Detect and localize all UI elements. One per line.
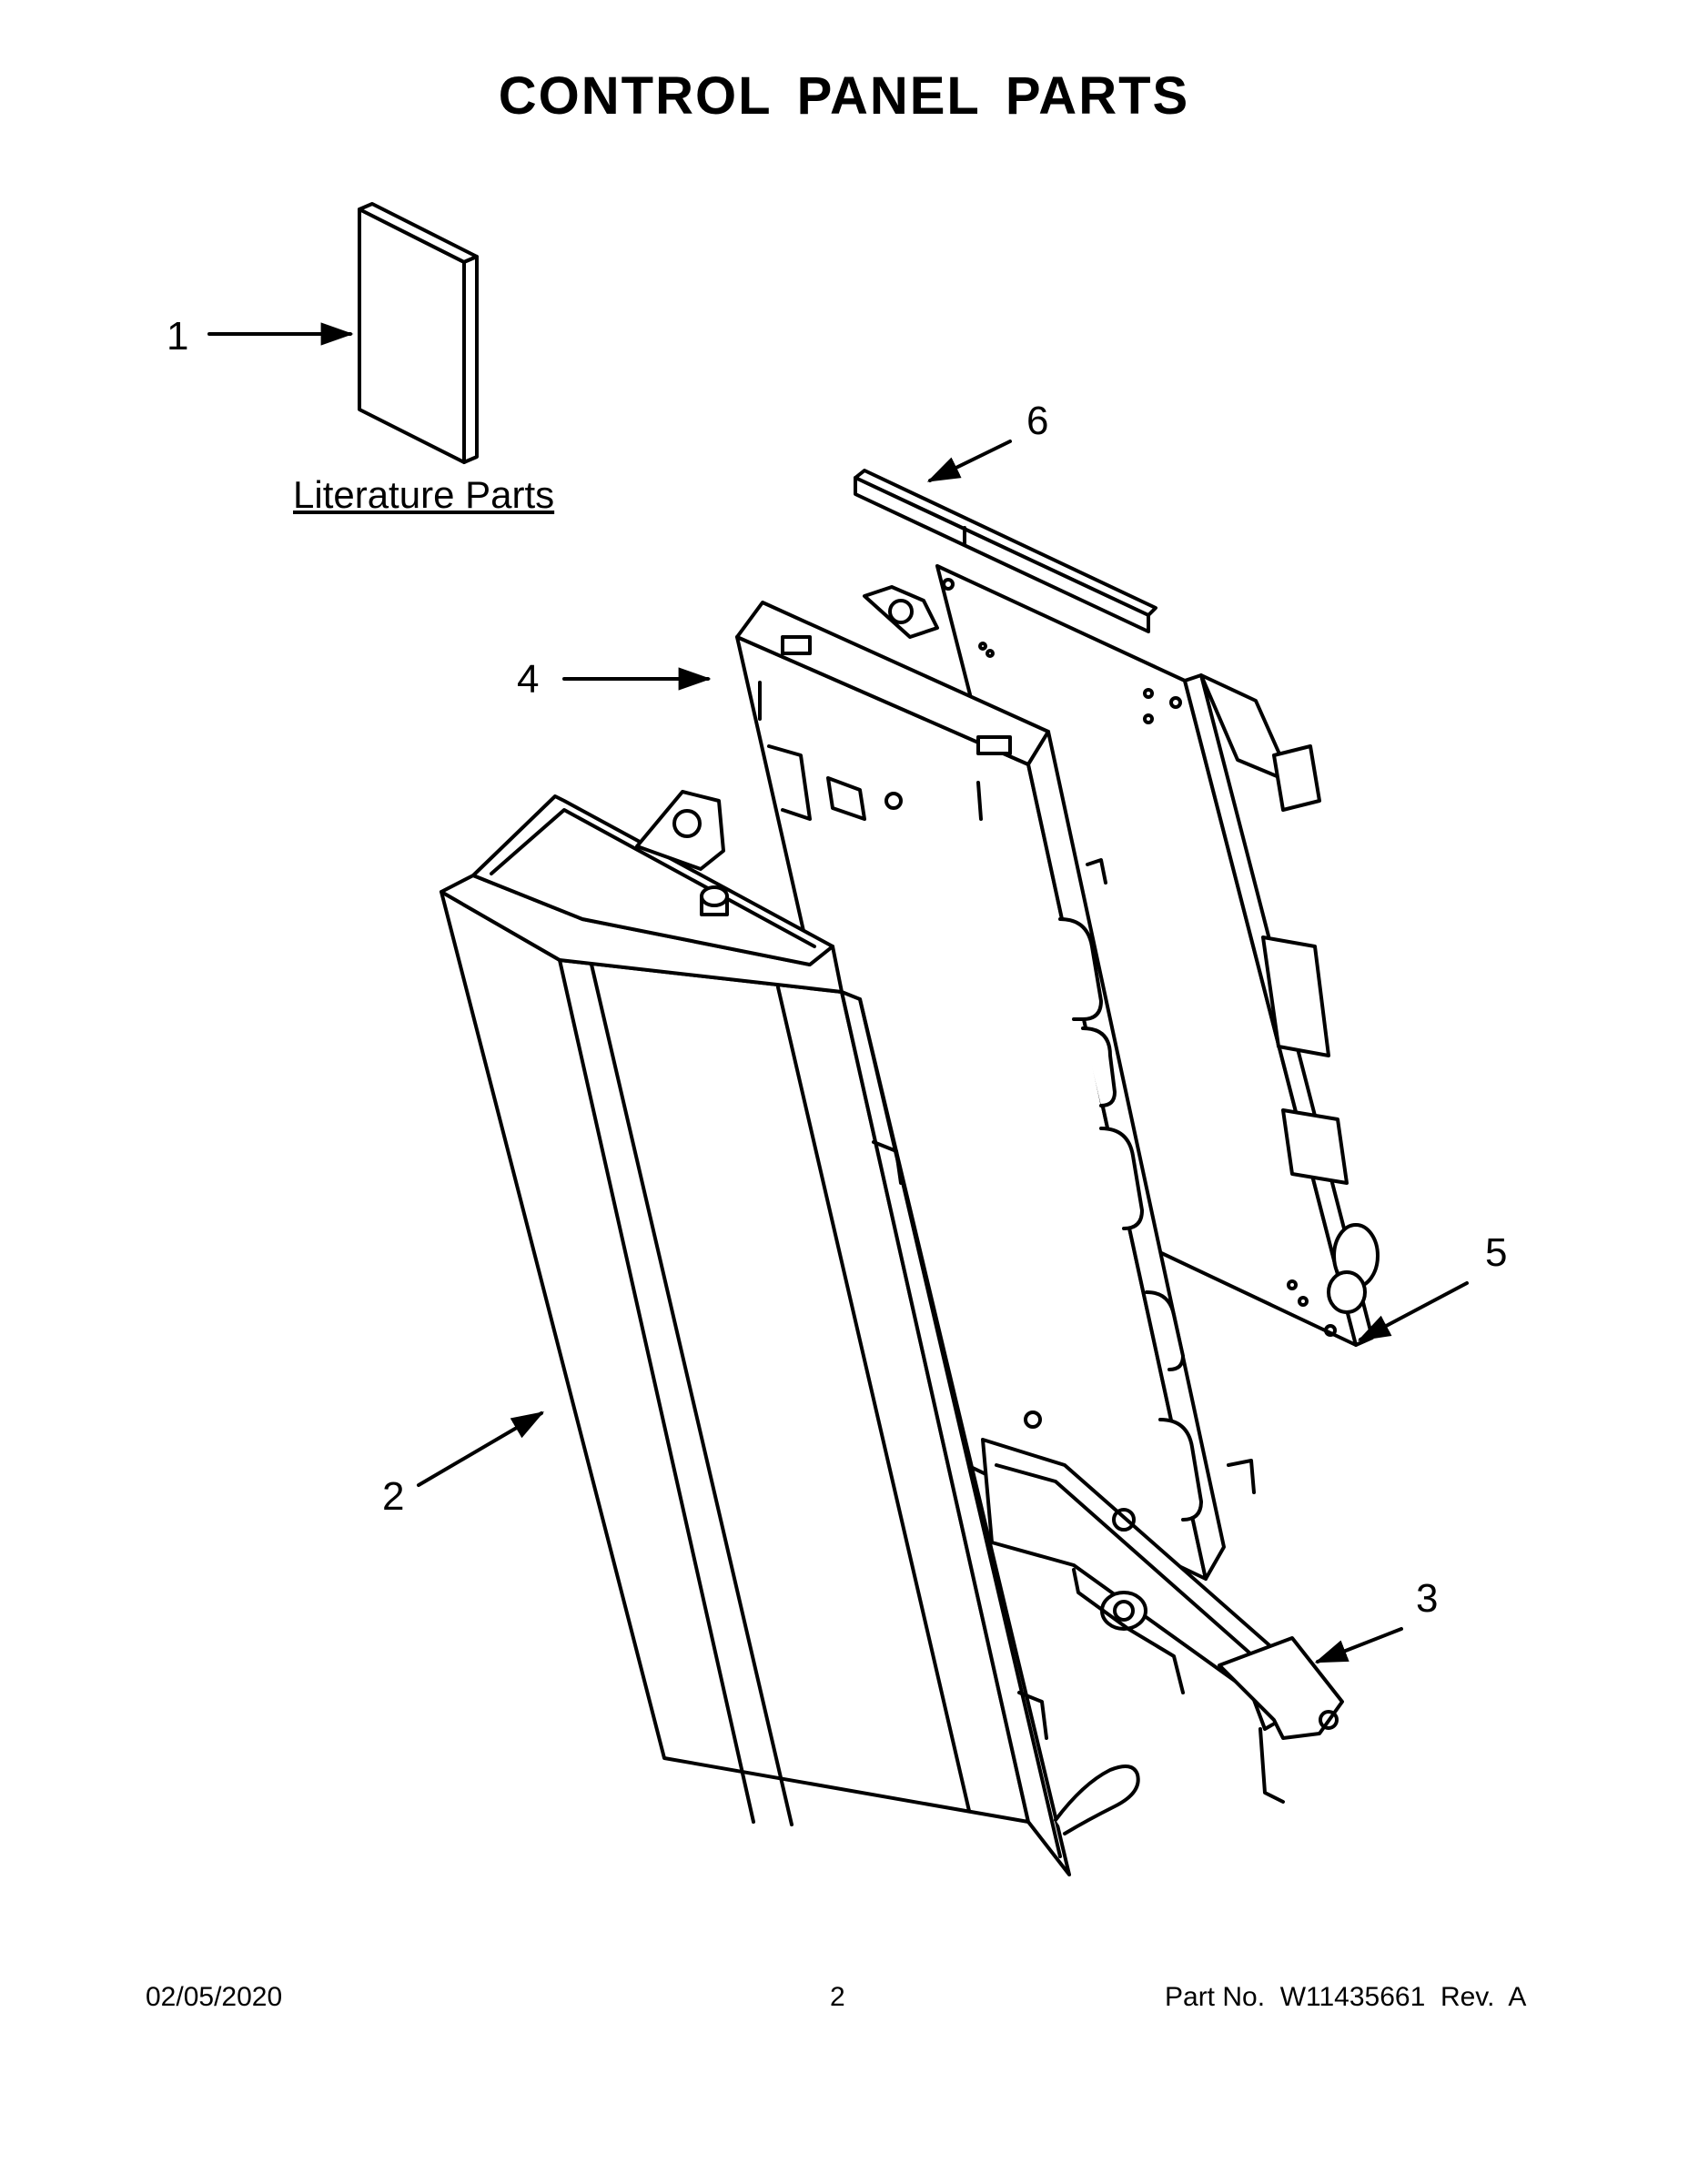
part-4-housing (735, 601, 1256, 1581)
callout-2: 2 (382, 1474, 405, 1519)
part-6-strip (854, 469, 1157, 633)
footer-part-number: Part No. W11435661 Rev. A (1165, 1982, 1527, 2012)
callout-1: 1 (167, 314, 189, 359)
leader-arrow-5 (1357, 1281, 1469, 1341)
callout-5: 5 (1485, 1230, 1508, 1275)
page-title: CONTROL PANEL PARTS (498, 66, 1190, 126)
literature-booklet (358, 202, 479, 464)
part-2-front-panel (440, 790, 1140, 1876)
leader-arrow-6 (926, 440, 1012, 482)
leader-arrow-3 (1314, 1627, 1403, 1663)
callout-3: 3 (1416, 1576, 1439, 1621)
part-3-bracket (981, 1438, 1344, 1804)
footer-date: 02/05/2020 (146, 1982, 283, 2012)
callout-6: 6 (1026, 399, 1049, 443)
leader-arrow-2 (417, 1411, 545, 1487)
literature-parts-label: Literature Parts (293, 473, 555, 516)
footer-page-number: 2 (830, 1982, 845, 2012)
callout-4: 4 (517, 657, 540, 702)
